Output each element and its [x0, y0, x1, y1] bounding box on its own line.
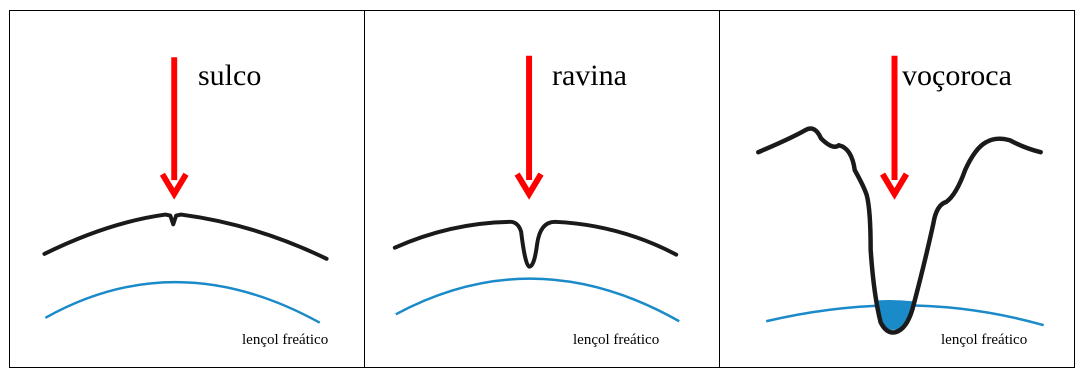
erosion-diagram: sulco lençol freático ravina lençol freá… — [9, 10, 1075, 368]
terrain-line — [756, 126, 1043, 335]
panel-title: voçoroca — [902, 59, 1012, 92]
panel-title: sulco — [198, 59, 262, 92]
panel-title: ravina — [552, 59, 627, 92]
water-table-label: lençol freático — [242, 332, 329, 348]
panel-ravina-drawing — [392, 55, 680, 323]
panel-ravina: ravina lençol freático — [364, 11, 719, 367]
panel-sulco: sulco lençol freático — [10, 11, 364, 367]
panel-sulco-drawing — [42, 57, 329, 324]
panel-vocoroca-drawing — [756, 55, 1045, 335]
down-arrow-icon — [880, 55, 910, 200]
down-arrow-icon — [159, 57, 189, 200]
water-table-label: lençol freático — [941, 332, 1028, 348]
water-table-line — [44, 280, 321, 324]
terrain-line — [42, 212, 329, 261]
down-arrow-icon — [514, 55, 544, 200]
water-table-label: lençol freático — [573, 332, 660, 348]
panel-vocoroca: voçoroca lençol freático — [719, 11, 1074, 367]
terrain-line — [392, 219, 679, 269]
water-table-line — [395, 277, 680, 323]
